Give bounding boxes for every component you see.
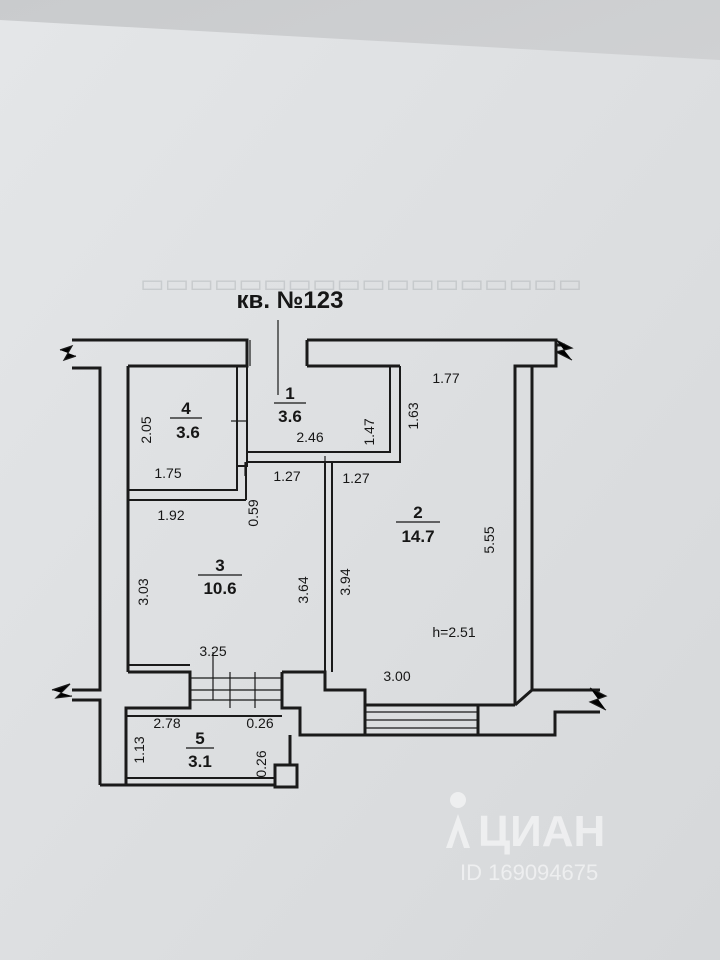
dim-r2-height: 5.55: [481, 526, 497, 553]
room-2-label: 2 14.7: [396, 503, 440, 546]
dim-r2-bottom: 3.00: [383, 668, 410, 684]
break-mark-br: [588, 687, 608, 711]
walls: [72, 338, 600, 789]
dim-r4-width: 1.75: [154, 465, 181, 481]
paper: [0, 20, 720, 960]
dim-r5-width: 2.78: [153, 715, 180, 731]
dim-r1-bottom-right: 1.27: [342, 470, 369, 486]
openings: [51, 320, 608, 729]
top-wall-left: [72, 338, 249, 368]
bottom-wall-left-outer: [72, 698, 102, 785]
plan-title: кв. №123: [237, 287, 344, 314]
room-3-area: 10.6: [203, 579, 236, 598]
bathroom-wall-block: [280, 670, 367, 737]
dimensions: 2.46 1.47 1.63 1.27 1.27 1.77 5.55 3.94 …: [131, 370, 497, 778]
corner-right: [514, 688, 533, 707]
dim-r3-offset: 0.59: [245, 499, 261, 526]
dim-r3-right: 3.64: [295, 576, 311, 603]
room-3-number: 3: [215, 556, 224, 575]
column: [273, 763, 299, 789]
dim-r2-left: 3.94: [337, 568, 353, 595]
room-4-number: 4: [181, 399, 191, 418]
listing-id: ID 169094675: [460, 860, 598, 885]
room-1-label: 1 3.6: [274, 384, 306, 426]
room-5-label: 5 3.1: [186, 729, 214, 771]
dim-r1-right-depth: 1.63: [405, 402, 421, 429]
dim-r1-left-depth: 1.47: [361, 418, 377, 445]
room-1-area: 3.6: [278, 407, 302, 426]
ceiling-height: h=2.51: [432, 624, 475, 640]
break-mark-tr: [554, 339, 574, 361]
dim-r4-height: 2.05: [138, 416, 154, 443]
room1-outer: [247, 366, 401, 463]
bottom-wall-right-outer: [365, 710, 600, 737]
bottom-wall-left: [124, 670, 192, 785]
room1-partition: [247, 366, 391, 453]
break-mark-tl: [59, 344, 77, 362]
cian-watermark: ЦИАН ID 169094675: [446, 792, 605, 885]
cian-logo-icon: [446, 792, 470, 848]
bleed-through-text: ▭▭▭▭▭▭▭▭▭▭▭▭▭▭▭▭▭▭: [140, 268, 582, 298]
dim-r1-width: 2.46: [296, 429, 323, 445]
dim-r2-top: 1.77: [432, 370, 459, 386]
left-wall-outer: [72, 366, 102, 692]
dim-r5-height: 1.13: [131, 736, 147, 763]
cian-brand-text: ЦИАН: [478, 807, 605, 856]
room-5-number: 5: [195, 729, 204, 748]
room-4-area: 3.6: [176, 423, 200, 442]
dim-r1-bottom-left: 1.27: [273, 468, 300, 484]
dim-r3-left: 3.03: [135, 578, 151, 605]
dim-r5-notch-side: 0.26: [253, 750, 269, 777]
partitions: [126, 366, 401, 779]
room-2-number: 2: [413, 503, 422, 522]
dim-r3-top: 1.92: [157, 507, 184, 523]
room-1-number: 1: [285, 384, 294, 403]
room-2-area: 14.7: [401, 527, 434, 546]
dim-r3-bottom: 3.25: [199, 643, 226, 659]
room-5-area: 3.1: [188, 752, 212, 771]
break-mark-bl: [51, 683, 73, 699]
room-4-label: 4 3.6: [170, 399, 202, 442]
room-3-label: 3 10.6: [198, 556, 242, 598]
dim-r5-notch-top: 0.26: [246, 715, 273, 731]
